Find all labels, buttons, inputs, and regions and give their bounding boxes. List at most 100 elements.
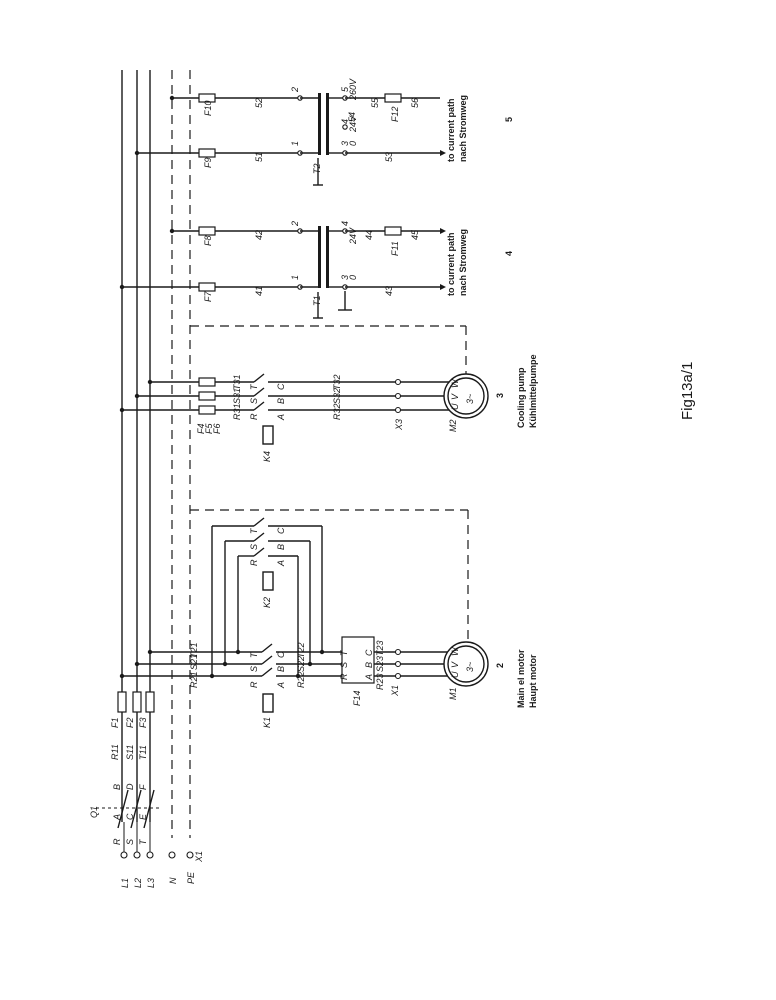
q1-contact-r: R — [112, 838, 122, 845]
k4-contact-r: R — [249, 413, 259, 420]
k1-contact-s: S — [249, 666, 259, 672]
fuse-f11-label: F11 — [390, 241, 400, 256]
q1-label: Q1 — [89, 806, 99, 818]
k2-contact-t: T — [249, 527, 259, 534]
fuse-f6-label: F6 — [212, 423, 222, 434]
pump-wire-t31: T31 — [232, 374, 242, 390]
t2-wire-55: 55 — [370, 97, 380, 108]
main-switch-q1: Q1 R A B S C D T E F — [89, 783, 160, 845]
t2-pin-3: 3 — [340, 141, 350, 146]
t1-path-de: nach Stromweg — [458, 229, 468, 296]
bus-t21-label: T21 — [189, 642, 199, 658]
fuse-f1-label: F1 — [110, 717, 120, 728]
t2-pin-2: 2 — [290, 87, 300, 93]
feed-label-l1: L1 — [120, 878, 130, 888]
k1-contact-t: T — [249, 651, 259, 658]
feed-label-pe: PE — [186, 871, 196, 884]
t2-wire-54: 54 — [347, 112, 357, 122]
t1-label: T1 — [312, 295, 322, 306]
wire-t11-label: T11 — [138, 745, 148, 760]
m2-3phase: 3~ — [465, 394, 475, 404]
q1-contact-t: T — [138, 838, 148, 845]
t1-pin-3: 3 — [340, 275, 350, 280]
pump-wire-r32: R32 — [332, 403, 342, 420]
k1-contact-c: C — [276, 651, 286, 658]
fuse-f9-label: F9 — [203, 157, 213, 168]
q1-contact-f: F — [138, 784, 148, 790]
t1-wire-42: 42 — [254, 230, 264, 240]
k4-contact-a: A — [276, 414, 286, 421]
t2-pin-1: 1 — [290, 141, 300, 146]
t2-wire-56: 56 — [410, 98, 420, 108]
t1-wire-43: 43 — [384, 286, 394, 296]
pump-label-en: Cooling pump — [516, 367, 526, 428]
q1-contact-d: D — [125, 783, 135, 790]
m1-winding-w: W — [450, 646, 460, 656]
t1-pin-2: 2 — [290, 221, 300, 227]
k1-label: K1 — [262, 717, 272, 728]
t1-pin-0: 0 — [348, 275, 358, 280]
m1-out-t23: T23 — [375, 640, 385, 656]
t2-pin-260v: 260V — [348, 78, 358, 101]
m1-label: M1 — [448, 687, 458, 700]
t2-wire-51: 51 — [254, 152, 264, 162]
transformer-t2-circuit: F9 F10 51 52 1 2 3 0 4 24V 5 260V F12 55… — [134, 78, 514, 186]
feed-label-l3: L3 — [146, 878, 156, 888]
t2-path-de: nach Stromweg — [458, 95, 468, 162]
t1-pin-1: 1 — [290, 275, 300, 280]
k2-contact-s: S — [249, 544, 259, 550]
f14-contact-b: B — [364, 662, 374, 668]
main-motor-label-en: Main el motor — [516, 649, 526, 708]
main-motor-circuit: R21 S21 T21 R S T A B C R22 S22 T22 K1 — [119, 509, 538, 728]
x1-terminal-label: X1 — [390, 685, 400, 697]
m1-out-r23: R23 — [375, 673, 385, 690]
k4-contact-c: C — [276, 383, 286, 390]
fuse-f5-label: F5 — [204, 423, 214, 434]
column-2-label: 2 — [495, 663, 505, 668]
t1-wire-45: 45 — [410, 229, 420, 240]
fuse-f2-label: F2 — [125, 717, 135, 728]
f14-contact-s: S — [339, 662, 349, 668]
transformer-t1-circuit: F7 F8 41 42 1 2 3 0 4 24V F11 44 45 43 — [119, 221, 514, 319]
k2-contact-r: R — [249, 559, 259, 566]
m1-wire-t22: T22 — [296, 642, 306, 658]
k2-contact-b: B — [276, 544, 286, 550]
pump-wire-s32: S32 — [332, 388, 342, 404]
k2-label: K2 — [262, 597, 272, 608]
q1-contact-s: S — [125, 839, 135, 845]
m2-winding-v: V — [450, 393, 460, 400]
t2-pin-4: 4 — [340, 119, 350, 124]
k4-label: K4 — [262, 451, 272, 462]
f14-contact-a: A — [364, 674, 374, 681]
m1-3phase: 3~ — [465, 662, 475, 672]
t1-wire-44: 44 — [364, 230, 374, 240]
t2-pin-5: 5 — [340, 86, 350, 92]
k1-contact-a: A — [276, 682, 286, 689]
k2-contact-c: C — [276, 527, 286, 534]
pump-wire-t32: T32 — [332, 374, 342, 390]
figure-caption: Fig13a/1 — [679, 362, 696, 420]
pump-label-de: Kühlmittelpumpe — [528, 355, 538, 429]
fuse-f12-label: F12 — [390, 106, 400, 122]
t1-path-en: to current path — [446, 232, 456, 296]
x3-terminal-label: X3 — [394, 419, 404, 431]
k1-contact-b: B — [276, 666, 286, 672]
t2-path-en: to current path — [446, 98, 456, 162]
t2-pin-24v: 24V — [348, 115, 358, 133]
m2-label: M2 — [448, 419, 458, 432]
pump-wire-s31: S31 — [232, 388, 242, 404]
bus-s21-label: S21 — [189, 654, 199, 670]
m1-winding-v: V — [450, 661, 460, 668]
feed-label-n: N — [168, 877, 178, 884]
column-3-label: 3 — [495, 393, 505, 398]
bus-r21-label: R21 — [189, 671, 199, 688]
t2-label: T2 — [312, 163, 322, 174]
m1-wire-s22: S22 — [296, 656, 306, 672]
t1-pin-4: 4 — [340, 221, 350, 226]
k4-contact-t: T — [249, 383, 259, 390]
cooling-pump-circuit: F4 F5 F6 R31 S31 T31 R S T A B C R32 S32… — [119, 325, 538, 462]
t2-pin-0: 0 — [348, 141, 358, 146]
t1-wire-41: 41 — [254, 286, 264, 296]
q1-contact-e: E — [138, 813, 148, 820]
